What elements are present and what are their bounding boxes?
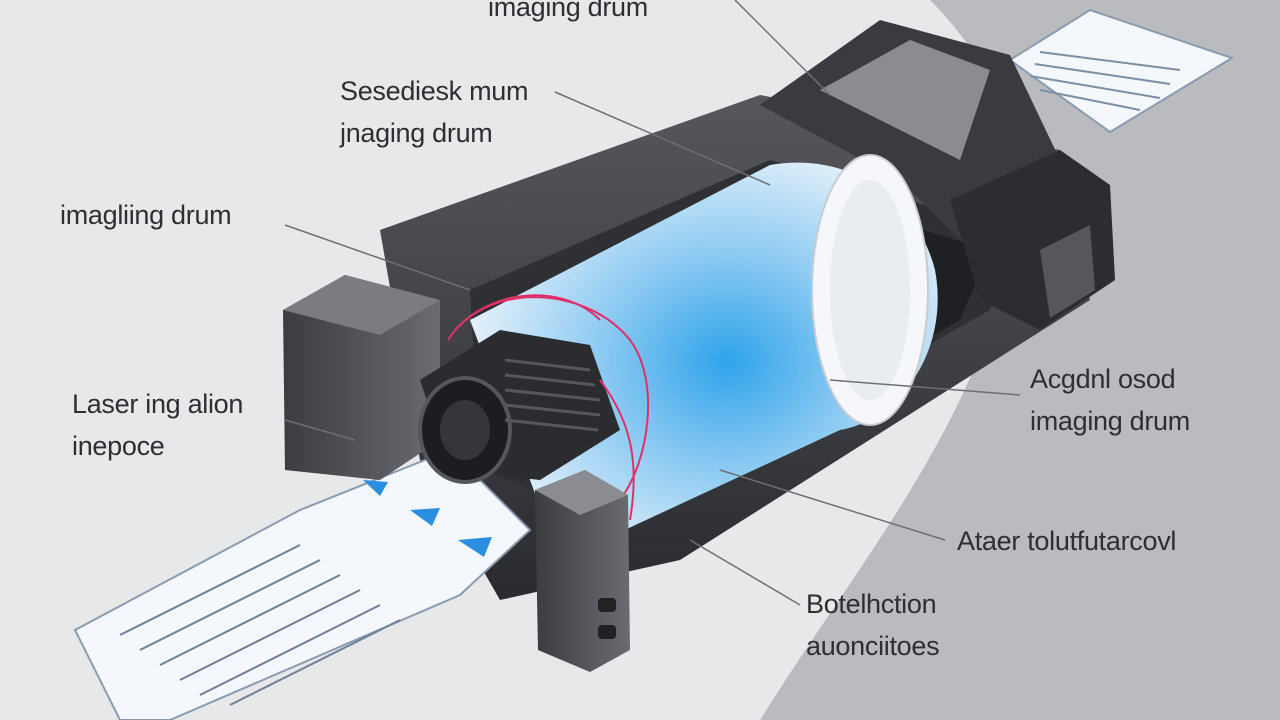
label-left-line1: imagliing drum (60, 200, 232, 230)
label-top: imaging drum (488, 0, 648, 28)
label-lower-left: Laser ing alion inepoce (72, 383, 243, 467)
feed-arrow-icon (363, 480, 388, 496)
leader-lines (284, 0, 1021, 606)
backdrop-shape (760, 0, 1280, 720)
label-bottom-right: Botelhction auonciitoes (806, 583, 940, 667)
label-upper-left-line2: jnaging drum (340, 118, 493, 148)
laser-module-icon (418, 330, 620, 484)
label-upper-left: Sesediesk mum jnaging drum (340, 70, 528, 154)
imaging-drum (470, 154, 938, 560)
label-upper-left-line1: Sesediesk mum (340, 76, 529, 106)
label-bottom-right-line2: auonciitoes (806, 631, 940, 661)
label-top-line1: imaging drum (488, 0, 648, 22)
label-right-line1: Acgdnl osod (1030, 364, 1176, 394)
label-lower-left-line2: inepoce (72, 431, 165, 461)
label-right: Acgdnl osod imaging drum (1030, 358, 1190, 442)
label-lower-right: Ataer tolutfutarcovl (957, 520, 1176, 562)
output-paper-sheet (1008, 8, 1235, 134)
feed-arrow-icon (458, 537, 492, 557)
label-right-line2: imaging drum (1030, 406, 1190, 436)
front-support-post (535, 470, 630, 672)
port-slot (598, 598, 616, 612)
label-left: imagliing drum (60, 194, 232, 236)
label-lower-right-line1: Ataer tolutfutarcovl (957, 526, 1177, 556)
label-bottom-right-line1: Botelhction (806, 589, 937, 619)
top-carriage (760, 20, 1115, 330)
left-end-block (283, 275, 440, 480)
laser-beam-arcs (447, 294, 650, 521)
port-slot (598, 625, 616, 639)
feed-arrow-icon (410, 508, 440, 526)
input-paper-sheet (73, 448, 532, 720)
label-lower-left-line1: Laser ing alion (72, 389, 244, 419)
